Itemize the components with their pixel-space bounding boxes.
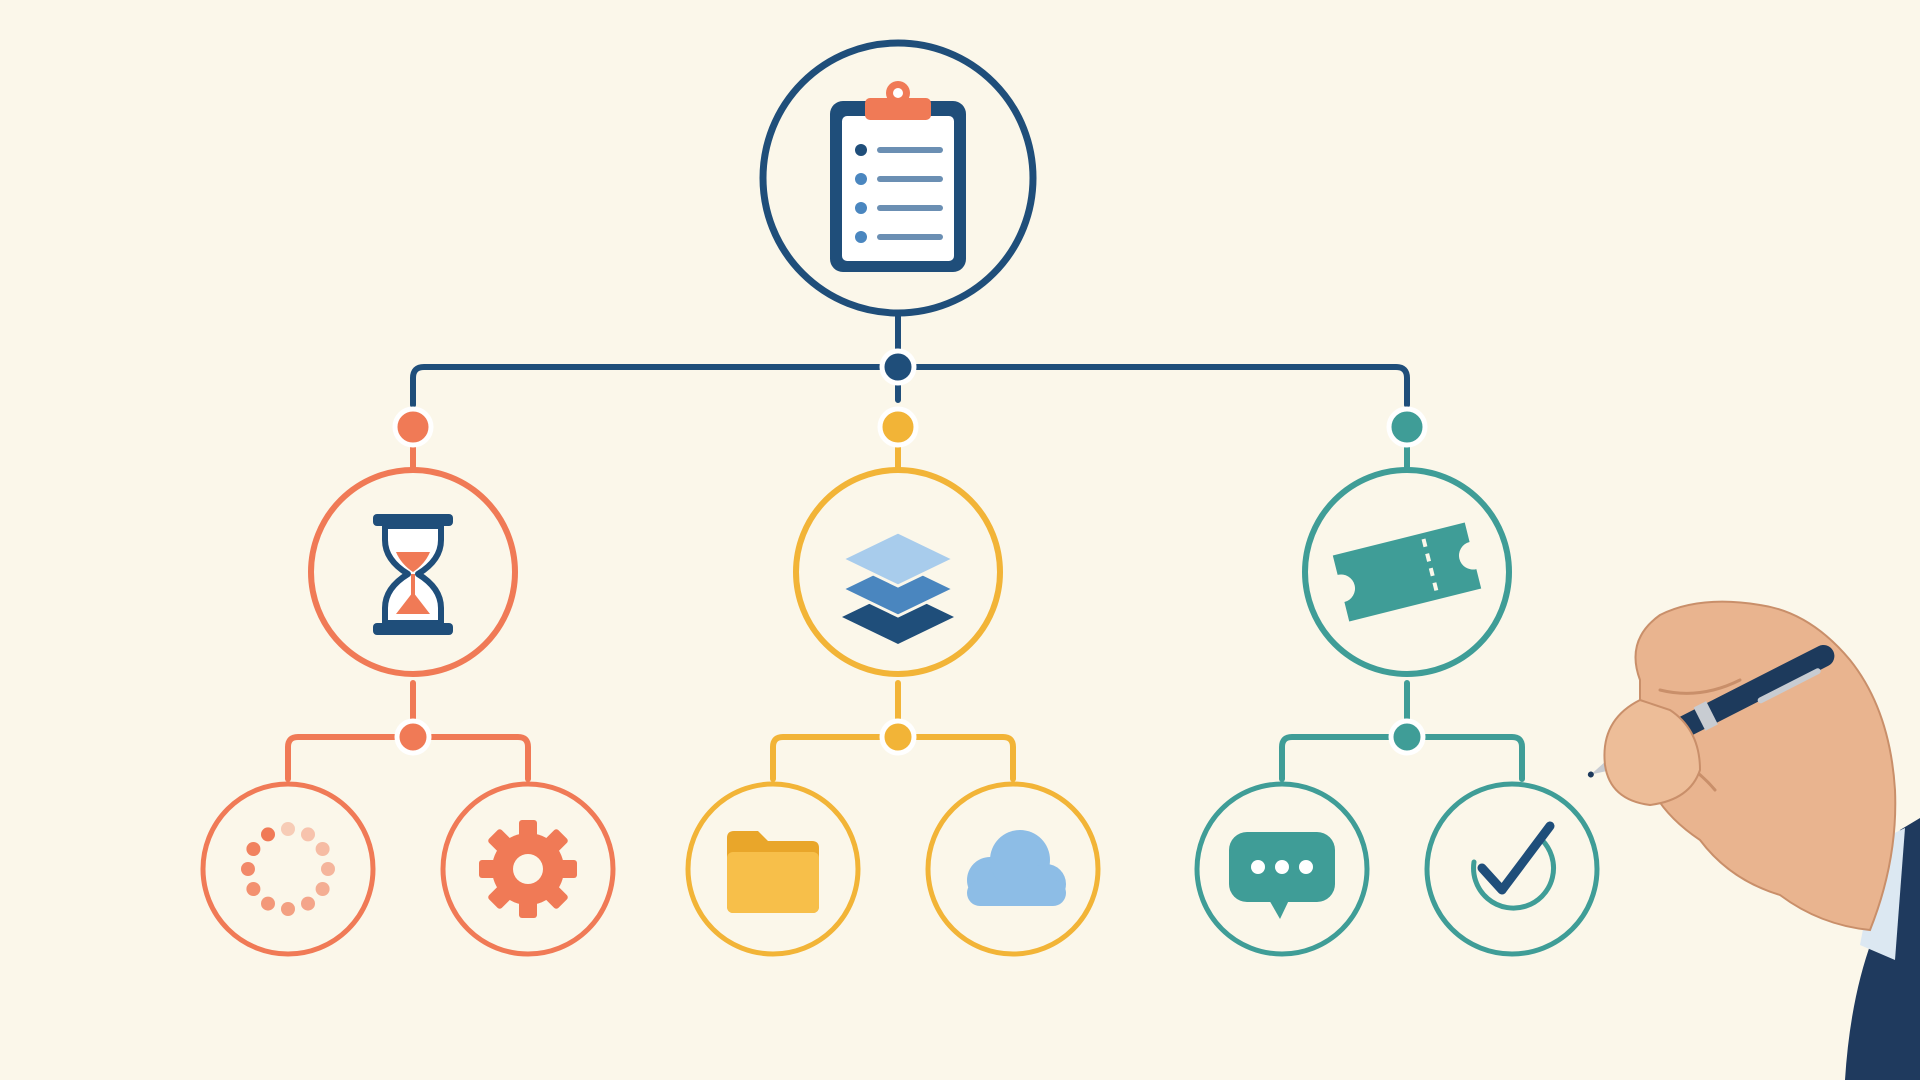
left-child-1-node bbox=[200, 781, 376, 957]
chat-bubble-icon bbox=[1229, 832, 1335, 919]
spinner-dot bbox=[301, 827, 315, 842]
spinner-dot bbox=[315, 882, 330, 896]
loading-spinner-icon bbox=[241, 822, 335, 916]
layers-stack-icon bbox=[838, 530, 958, 644]
spinner-dot bbox=[261, 827, 275, 842]
folder-icon bbox=[727, 831, 819, 913]
root-node bbox=[759, 39, 1037, 317]
checkmark-icon bbox=[1471, 821, 1557, 911]
middle-branch-node bbox=[793, 467, 1003, 677]
hourglass-icon bbox=[373, 514, 453, 635]
left-branch-node bbox=[308, 467, 518, 677]
junction-dots bbox=[392, 348, 1428, 756]
clipboard-checklist-icon bbox=[830, 81, 966, 272]
spinner-dot bbox=[321, 862, 335, 876]
right-children-junction-dot bbox=[1388, 718, 1426, 756]
left-branch-dot bbox=[392, 406, 434, 448]
spinner-dot bbox=[261, 896, 275, 911]
spinner-dot bbox=[301, 896, 315, 911]
gear-icon bbox=[479, 820, 577, 918]
middle-child-2-node bbox=[925, 781, 1101, 957]
root-junction-dot bbox=[879, 348, 917, 386]
left-child-2-node bbox=[440, 781, 616, 957]
right-branch-node bbox=[1302, 467, 1512, 677]
right-child-1-node bbox=[1194, 781, 1370, 957]
middle-child-1-node bbox=[685, 781, 861, 957]
hand-holding-pen-illustration bbox=[1587, 600, 1920, 1080]
cloud-icon bbox=[967, 830, 1066, 906]
spinner-dot bbox=[241, 862, 255, 876]
spinner-dot bbox=[281, 822, 295, 836]
right-child-2-node bbox=[1424, 781, 1600, 957]
ticket-icon bbox=[1332, 522, 1482, 622]
spinner-dot bbox=[246, 842, 261, 856]
right-branch-dot bbox=[1386, 406, 1428, 448]
middle-children-junction-dot bbox=[879, 718, 917, 756]
spinner-dot bbox=[315, 842, 330, 856]
middle-branch-dot bbox=[877, 406, 919, 448]
left-children-junction-dot bbox=[394, 718, 432, 756]
thumb bbox=[1603, 698, 1702, 807]
spinner-dot bbox=[246, 882, 261, 896]
spinner-dot bbox=[281, 902, 295, 916]
